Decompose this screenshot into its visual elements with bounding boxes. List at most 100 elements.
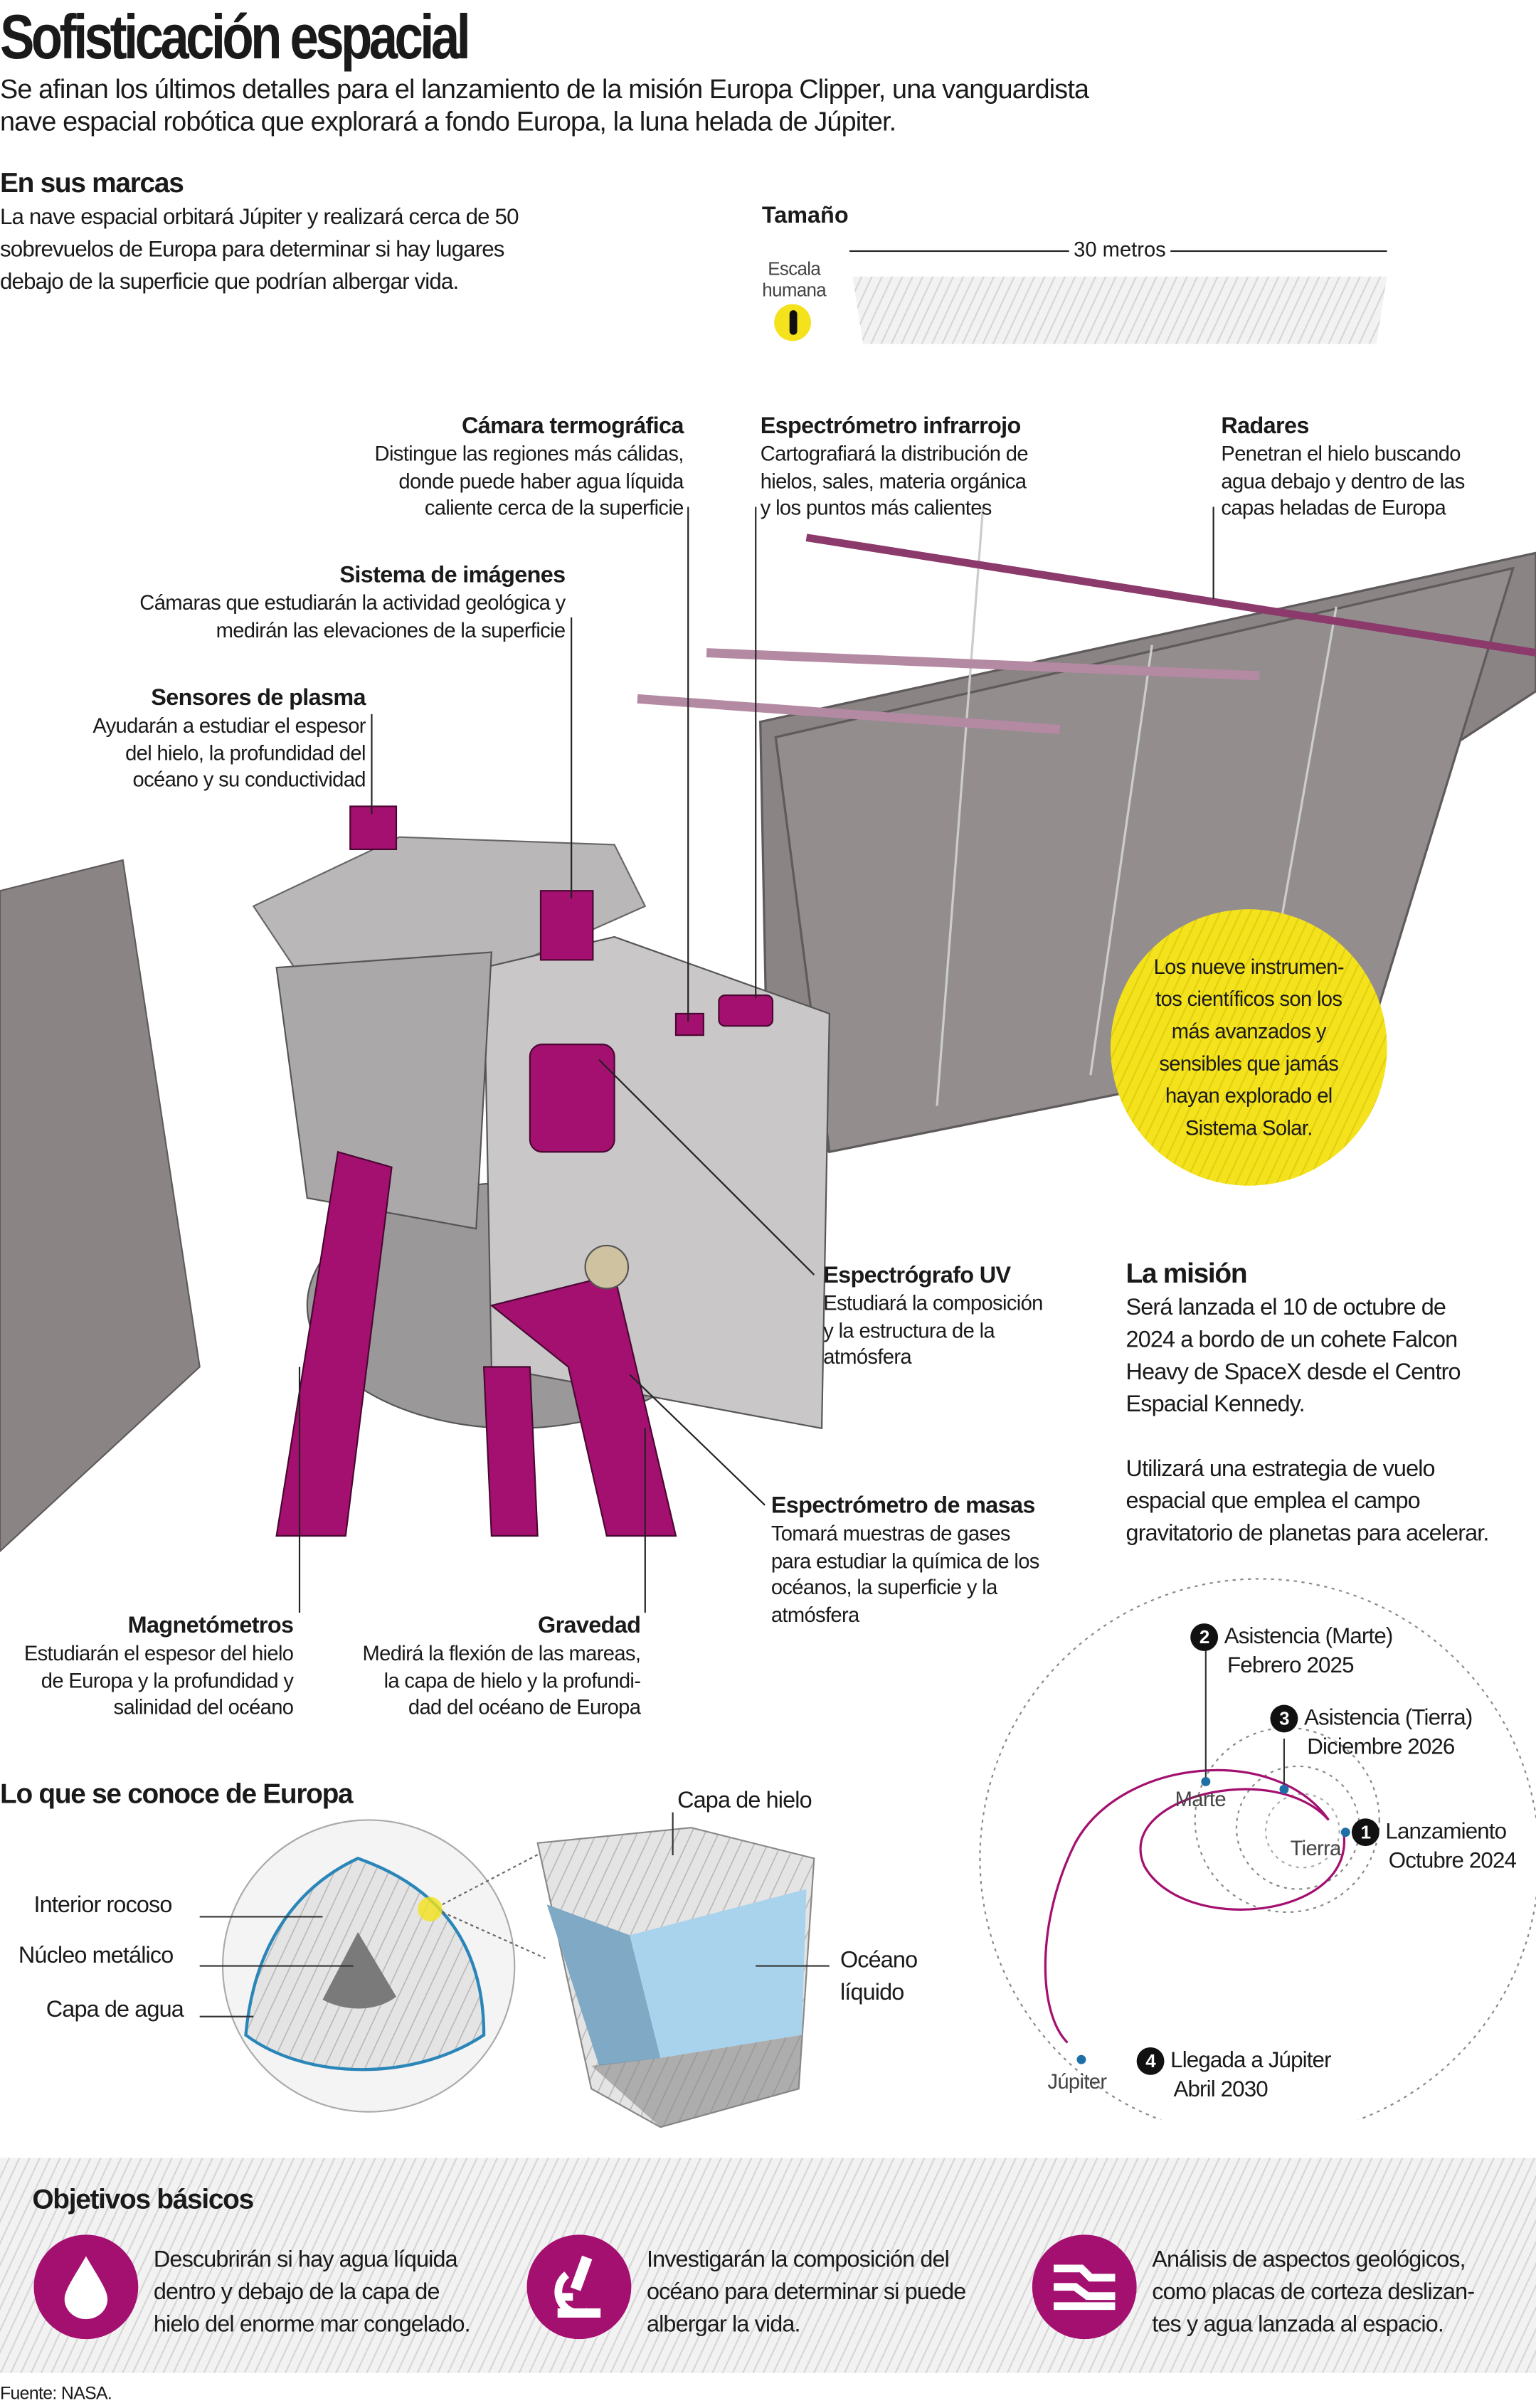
step-date: Octubre 2024: [1388, 1849, 1517, 1874]
instrument-desc: océanos, la superficie y la: [770, 1576, 998, 1599]
step-number: 4: [1136, 2047, 1165, 2075]
step-title: Llegada a Júpiter: [1170, 2049, 1331, 2074]
instrument-desc: Distingue las regiones más cálidas,: [374, 442, 684, 466]
instrument-desc: la capa de hielo y la profundi-: [383, 1668, 641, 1692]
instrument-name: Cámara termográfica: [462, 413, 684, 440]
objective-text: Descubrirán si hay agua líquida dentro y …: [154, 2244, 522, 2340]
callout-line: Los nueve instrumen-: [1153, 955, 1345, 979]
scale-length: 30 metros: [1069, 238, 1171, 262]
objective-item: Análisis de aspectos geológicos, como pla…: [1032, 2234, 1521, 2340]
callout-line: tos científicos son los: [1155, 987, 1342, 1011]
radar-antenna: [805, 534, 1536, 657]
instrument-desc: hielos, sales, materia orgánica: [760, 469, 1027, 492]
mission-line: Heavy de SpaceX desde el Centro: [1125, 1359, 1461, 1386]
metallic-core: [322, 1932, 397, 2009]
geology-layers-icon: [1032, 2234, 1137, 2340]
instrument-desc: del hielo, la profundidad del: [125, 741, 366, 765]
intro-line: sobrevuelos de Europa para determinar si…: [0, 238, 504, 263]
launch-marker: [1340, 1828, 1350, 1837]
instrument-name: Radares: [1221, 413, 1309, 440]
instrument-desc: caliente cerca de la superficie: [424, 496, 684, 519]
instrument-desc: atmósfera: [770, 1602, 859, 1626]
main-body: [482, 935, 830, 1430]
water-drop-icon: [33, 2234, 139, 2340]
mars-orbit: [1194, 1727, 1380, 1914]
human-scale-line: Escala: [768, 258, 821, 280]
objective-line: Descubrirán si hay agua líquida: [153, 2247, 458, 2274]
instrument-desc: océano y su conductividad: [132, 768, 366, 791]
mission-heading: La misión: [1125, 1258, 1248, 1289]
planet-earth: Tierra: [1290, 1837, 1342, 1860]
label-water-layer: Capa de agua: [46, 1996, 184, 2023]
instrument-desc: dad del océano de Europa: [408, 1695, 641, 1719]
planet-mars: Marte: [1175, 1788, 1227, 1811]
earth-marker: [1279, 1784, 1289, 1794]
objective-line: Análisis de aspectos geológicos,: [1152, 2247, 1466, 2274]
label-ice-layer: Capa de hielo: [677, 1788, 812, 1814]
step-date: Febrero 2025: [1227, 1654, 1354, 1679]
europa-cross-section: [199, 1812, 830, 2128]
step-date: Diciembre 2026: [1307, 1735, 1455, 1761]
propulsion-module: [275, 951, 493, 1230]
instrument-name: Espectrómetro infrarrojo: [760, 413, 1022, 440]
step-number: 2: [1190, 1623, 1219, 1651]
zoom-line: [442, 1911, 546, 1959]
objective-line: tes y agua lanzada al espacio.: [1152, 2311, 1444, 2338]
microscope-icon: [526, 2234, 632, 2340]
instrument-desc: Medirá la flexión de las mareas,: [362, 1641, 641, 1665]
objective-line: albergar la vida.: [646, 2311, 801, 2338]
spacecraft-silhouette: [852, 276, 1387, 344]
subtitle-line: Se afinan los últimos detalles para el l…: [0, 73, 1089, 105]
objective-line: dentro y debajo de la capa de: [153, 2279, 440, 2306]
callout-line: sensibles que jamás: [1159, 1051, 1339, 1076]
mission-line: Será lanzada el 10 de octubre de: [1125, 1295, 1446, 1321]
objective-line: hielo del enorme mar congelado.: [153, 2311, 471, 2338]
callout-line: más avanzados y: [1171, 1019, 1327, 1043]
instrument-desc: y la estructura de la: [823, 1318, 995, 1342]
ocean-side: [546, 1904, 661, 2066]
leader-lines: [298, 506, 1214, 1613]
earth-orbit: [1235, 1765, 1360, 1890]
label-line: Océano: [839, 1947, 918, 1974]
human-figure-icon: [774, 304, 811, 341]
objective-line: Investigarán la composición del: [646, 2247, 950, 2274]
subtitle-line: nave espacial robótica que explorará a f…: [0, 105, 896, 137]
mission-line: Espacial Kennedy.: [1125, 1391, 1305, 1418]
mission-text: Será lanzada el 10 de octubre de 2024 a b…: [1125, 1292, 1490, 1550]
subtitle: Se afinan los últimos detalles para el l…: [0, 74, 1089, 139]
objective-item: Descubrirán si hay agua líquida dentro y …: [33, 2234, 522, 2340]
mission-line: espacial que emplea el campo: [1125, 1488, 1421, 1515]
radar-antenna: [637, 694, 1061, 734]
instrument-name: Sistema de imágenes: [339, 562, 566, 588]
instrument-desc: y los puntos más calientes: [760, 496, 992, 519]
intro-text: La nave espacial orbitará Júpiter y real…: [0, 203, 519, 299]
mission-line: 2024 a bordo de un cohete Falcon: [1125, 1327, 1458, 1354]
label-metallic-core: Núcleo metálico: [18, 1943, 174, 1969]
objective-text: Análisis de aspectos geológicos, como pla…: [1152, 2244, 1520, 2340]
ocean-front: [630, 1889, 807, 2059]
jupiter-orbit: [979, 1578, 1536, 2120]
instrument-desc: para estudiar la química de los: [770, 1549, 1040, 1572]
instrument-desc: Estudiarán el espesor del hielo: [23, 1641, 294, 1665]
objectives-panel: [0, 2158, 1536, 2373]
instrument-name: Espectrómetro de masas: [770, 1492, 1036, 1519]
step-number: 3: [1270, 1704, 1298, 1733]
intro-line: La nave espacial orbitará Júpiter y real…: [0, 206, 519, 230]
instrument-desc: Penetran el hielo buscando: [1221, 442, 1461, 466]
inner-orbit: [1264, 1793, 1340, 1869]
mars-marker: [1201, 1776, 1211, 1786]
callout-line: hayan explorado el: [1165, 1084, 1333, 1108]
objective-line: como placas de corteza deslizan-: [1152, 2279, 1475, 2306]
